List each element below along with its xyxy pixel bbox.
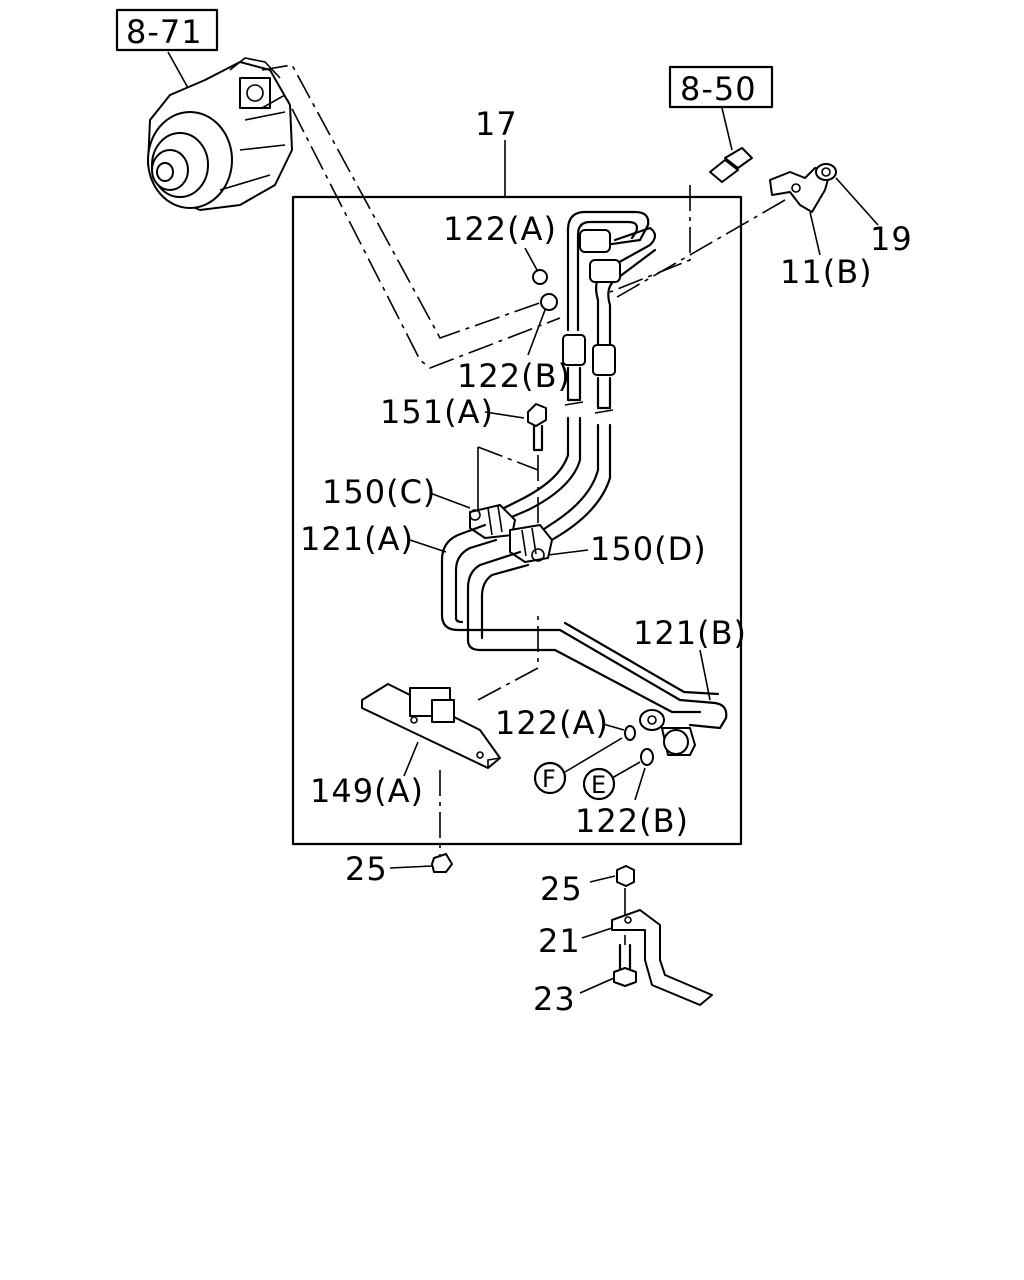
marker-f-circle <box>533 761 567 795</box>
label-150c[interactable]: 150(C) <box>322 473 436 511</box>
leader-f <box>564 737 623 773</box>
oring-122b-bottom <box>640 748 654 766</box>
ref-label-8-71[interactable]: 8-71 <box>126 13 203 51</box>
leader-150c <box>429 492 471 509</box>
leader-25-left <box>389 865 433 869</box>
leader-150d <box>547 549 589 556</box>
label-11b[interactable]: 11(B) <box>780 253 873 291</box>
leader-121b <box>699 649 711 701</box>
label-121a[interactable]: 121(A) <box>300 520 414 558</box>
label-122a-top[interactable]: 122(A) <box>443 210 557 248</box>
bolt-151a <box>527 403 547 452</box>
leader-23 <box>579 977 615 994</box>
bracket-149a <box>361 683 501 769</box>
oring-122a-top <box>532 269 548 285</box>
ref-box-8-50[interactable] <box>668 65 774 109</box>
label-19[interactable]: 19 <box>870 220 913 258</box>
label-25-left[interactable]: 25 <box>345 850 388 888</box>
leader-8-71 <box>167 51 189 89</box>
nut-19 <box>815 163 837 181</box>
label-122b-top[interactable]: 122(B) <box>457 357 571 395</box>
fitting-bottom-right <box>639 709 696 756</box>
compressor <box>147 57 293 211</box>
bolt-23 <box>613 943 637 987</box>
leader-25-right <box>589 875 616 883</box>
leader-122a-bottom <box>602 723 625 731</box>
assembly-frame <box>291 195 743 846</box>
nut-25-right <box>616 865 635 887</box>
label-151a[interactable]: 151(A) <box>380 393 494 431</box>
oring-122a-bottom <box>624 725 636 741</box>
marker-e: E <box>591 771 607 799</box>
oring-122b-top <box>540 293 558 311</box>
leader-21 <box>581 927 613 939</box>
leader-e <box>611 761 641 779</box>
leader-121a <box>409 539 447 553</box>
label-121b[interactable]: 121(B) <box>633 614 747 652</box>
clamp-150d <box>509 524 553 563</box>
ref-box-8-71[interactable] <box>115 8 219 52</box>
dash-line-compressor <box>261 64 549 339</box>
label-23[interactable]: 23 <box>533 980 576 1018</box>
leader-149a <box>403 741 419 777</box>
label-122b-bottom[interactable]: 122(B) <box>575 802 689 840</box>
leader-122b-bottom <box>634 767 646 801</box>
dash-bolt-151a-2 <box>477 446 539 471</box>
ref-label-8-50[interactable]: 8-50 <box>680 70 757 108</box>
pipe-upper-bundle <box>488 210 657 554</box>
nut-25-left <box>431 853 453 873</box>
clip-11b <box>769 167 831 213</box>
bracket-21 <box>611 909 713 1006</box>
label-149a[interactable]: 149(A) <box>310 772 424 810</box>
leader-11b <box>809 211 821 256</box>
label-21[interactable]: 21 <box>538 922 581 960</box>
dash-line-compressor-2 <box>261 93 561 369</box>
leader-122b-top <box>527 309 546 356</box>
pipe-lower-bundle <box>440 523 728 730</box>
dash-bracket-149a <box>477 610 539 701</box>
label-17[interactable]: 17 <box>475 105 518 143</box>
label-122a-bottom[interactable]: 122(A) <box>495 704 609 742</box>
leader-151a <box>484 411 525 419</box>
marker-e-circle <box>582 767 616 801</box>
leader-19 <box>835 177 879 226</box>
label-150d[interactable]: 150(D) <box>590 530 707 568</box>
bolt-8-50 <box>709 107 753 183</box>
leader-122a-top <box>524 247 538 271</box>
dash-line-8-50 <box>609 185 691 293</box>
marker-f: F <box>542 765 557 793</box>
dash-line-11b <box>611 199 786 301</box>
label-25-right[interactable]: 25 <box>540 870 583 908</box>
clamp-150c <box>469 504 516 539</box>
